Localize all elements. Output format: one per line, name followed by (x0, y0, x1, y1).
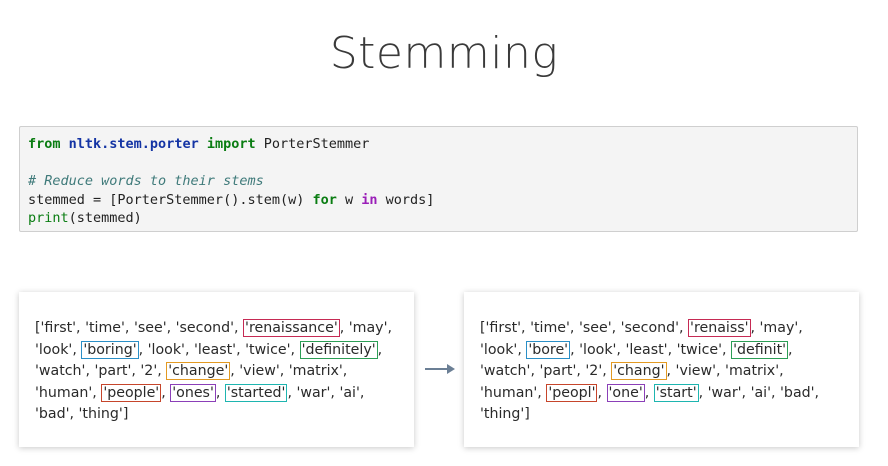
keyword-from: from (28, 136, 61, 152)
code-line-comment: # Reduce words to their stems (28, 172, 849, 191)
word-list-text: , 'war', 'ai', 'bad', 'thing'] (480, 384, 820, 423)
word-list-text: , 'watch', 'part', '2', (480, 341, 793, 380)
highlight-ones: 'ones' (170, 383, 216, 402)
code-text: w (336, 191, 362, 208)
highlight-definitely: 'definitely' (299, 340, 378, 359)
highlight-renaiss: 'renaiss' (688, 319, 751, 337)
word-list-text: ['first', 'time', 'see', 'second', (480, 320, 689, 336)
word-list-text: , (215, 384, 225, 401)
highlight-peopl: 'peopl' (546, 383, 598, 402)
word-list-text: , (644, 384, 654, 401)
right-arrow-icon (425, 364, 455, 374)
highlight-renaissance: 'renaissance' (243, 319, 340, 337)
slide-title: Stemming (329, 28, 559, 79)
keyword-for: for (312, 191, 337, 208)
word-list-text: , 'watch', 'part', '2', (35, 341, 383, 380)
code-text: words] (377, 191, 435, 208)
highlight-started: 'started' (224, 383, 288, 402)
highlight-boring: 'boring' (81, 340, 139, 359)
code-line-print: print(stemmed) (28, 209, 849, 228)
code-line-stem: stemmed = [PorterStemmer().stem(w) for w… (28, 191, 849, 210)
highlight-bore: 'bore' (526, 340, 571, 359)
code-block: from nltk.stem.porter import PorterStemm… (19, 126, 858, 232)
highlight-change: 'change' (166, 362, 231, 380)
word-list-text: , 'look', 'least', 'twice', (138, 341, 300, 358)
word-list-text: , 'may', 'look', (480, 320, 803, 358)
code-comment: # Reduce words to their stems (28, 173, 264, 189)
word-list-text: ['first', 'time', 'see', 'second', (35, 320, 244, 336)
code-line-import: from nltk.stem.porter import PorterStemm… (28, 135, 849, 154)
highlight-start: 'start' (653, 383, 699, 402)
word-list-text: , 'may', 'look', (35, 320, 392, 358)
imported-name: PorterStemmer (255, 136, 370, 152)
word-list-text: , (161, 384, 171, 401)
highlight-people: 'people' (101, 383, 162, 402)
builtin-print: print (28, 210, 69, 226)
highlight-chang: 'chang' (611, 362, 667, 380)
word-list-text: , 'view', 'matrix', 'human', (480, 363, 784, 401)
highlight-one: 'one' (606, 383, 645, 402)
module-name: nltk.stem.porter (68, 136, 199, 152)
word-list-text: , (597, 384, 607, 401)
keyword-in: in (361, 191, 378, 208)
code-line-blank (28, 154, 849, 173)
word-list-text: , 'war', 'ai', 'bad', 'thing'] (35, 384, 365, 423)
highlight-definit: 'definit' (731, 340, 789, 359)
code-text: (stemmed) (68, 210, 142, 226)
word-list-text: , 'look', 'least', 'twice', (570, 341, 732, 358)
code-text: stemmed = [PorterStemmer().stem(w) (28, 191, 313, 208)
words-before-card: ['first', 'time', 'see', 'second', 'rena… (19, 292, 414, 447)
words-after-card: ['first', 'time', 'see', 'second', 'rena… (464, 292, 859, 447)
word-list-text: , 'view', 'matrix', 'human', (35, 363, 348, 401)
keyword-import: import (206, 136, 256, 152)
